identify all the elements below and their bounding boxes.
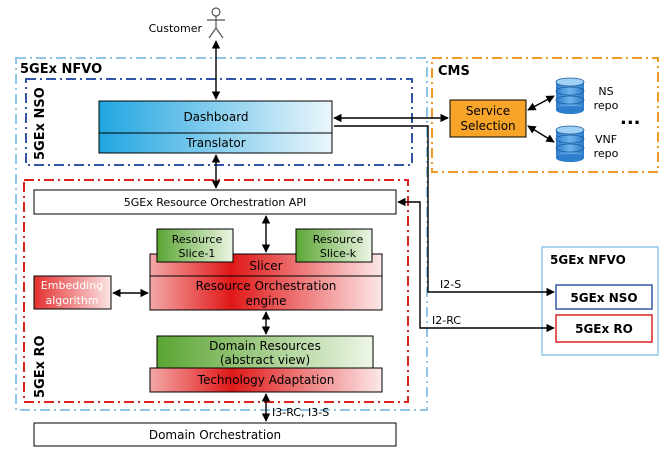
service-selection-box	[449, 99, 527, 138]
resource-slice-k-label-1: Resource	[313, 233, 364, 246]
resource-slice-1-label-1: Resource	[172, 233, 223, 246]
tech-adaptation-box	[149, 367, 383, 393]
domain-orchestration-label: Domain Orchestration	[149, 428, 281, 442]
connector-arrows	[112, 40, 555, 422]
ro-api-label: 5GEx Resource Orchestration API	[124, 196, 306, 209]
customer-label: Customer	[149, 22, 203, 35]
ro-api-box	[33, 189, 397, 215]
domain-resources-box	[156, 335, 374, 369]
slicer-label: Slicer	[249, 259, 282, 273]
ro-engine-label-2: engine	[246, 294, 287, 308]
legend-ro-label: 5GEx RO	[575, 322, 633, 336]
ns-repo-label-2: repo	[594, 99, 619, 112]
legend-nso-label: 5GEx NSO	[570, 291, 637, 305]
tech-adaptation-label: Technology Adaptation	[197, 373, 335, 387]
i3-label: I3-RC, I3-S	[272, 406, 329, 419]
service-selection-label-1: Service	[466, 104, 510, 118]
resource-slice-k-box	[295, 228, 373, 263]
customer-actor	[207, 7, 225, 39]
domain-orchestration-box	[33, 422, 397, 447]
resource-slice-1-label-2: Slice-1	[179, 247, 216, 260]
legend-ro-box	[555, 314, 653, 343]
i2rc-label: I2-RC	[432, 314, 461, 327]
translator-box	[98, 132, 333, 154]
nso-title: 5GEx NSO	[33, 87, 48, 160]
ro-engine-label-1: Resource Orchestration	[196, 279, 337, 293]
ro-title: 5GEx RO	[33, 335, 48, 398]
embedding-label-2: algorithm	[45, 294, 98, 307]
cms-title: CMS	[438, 64, 470, 79]
ns-repo-database-icon	[555, 77, 585, 114]
embedding-algorithm-box	[33, 275, 112, 310]
i2s-label: I2-S	[440, 278, 461, 291]
vnf-repo-label-2: repo	[594, 147, 619, 160]
translator-label: Translator	[185, 136, 245, 150]
dashboard-box	[98, 100, 333, 134]
legend-nso-box	[555, 284, 653, 310]
legend-title: 5GEx NFVO	[550, 253, 626, 267]
resource-slice-1-box	[156, 228, 234, 263]
domain-resources-label-1: Domain Resources	[209, 339, 321, 353]
dashboard-label: Dashboard	[183, 110, 248, 124]
ro-engine-box	[149, 275, 383, 311]
service-selection-label-2: Selection	[460, 119, 515, 133]
domain-resources-label-2: (abstract view)	[220, 353, 310, 367]
ns-repo-label-1: NS	[598, 85, 613, 98]
vnf-repo-label-1: VNF	[595, 133, 617, 146]
ellipsis: ...	[620, 108, 641, 129]
vnf-repo-database-icon	[555, 125, 585, 162]
embedding-label-1: Embedding	[41, 279, 103, 292]
resource-slice-k-label-2: Slice-k	[320, 247, 357, 260]
nfvo-title: 5GEx NFVO	[20, 62, 102, 77]
